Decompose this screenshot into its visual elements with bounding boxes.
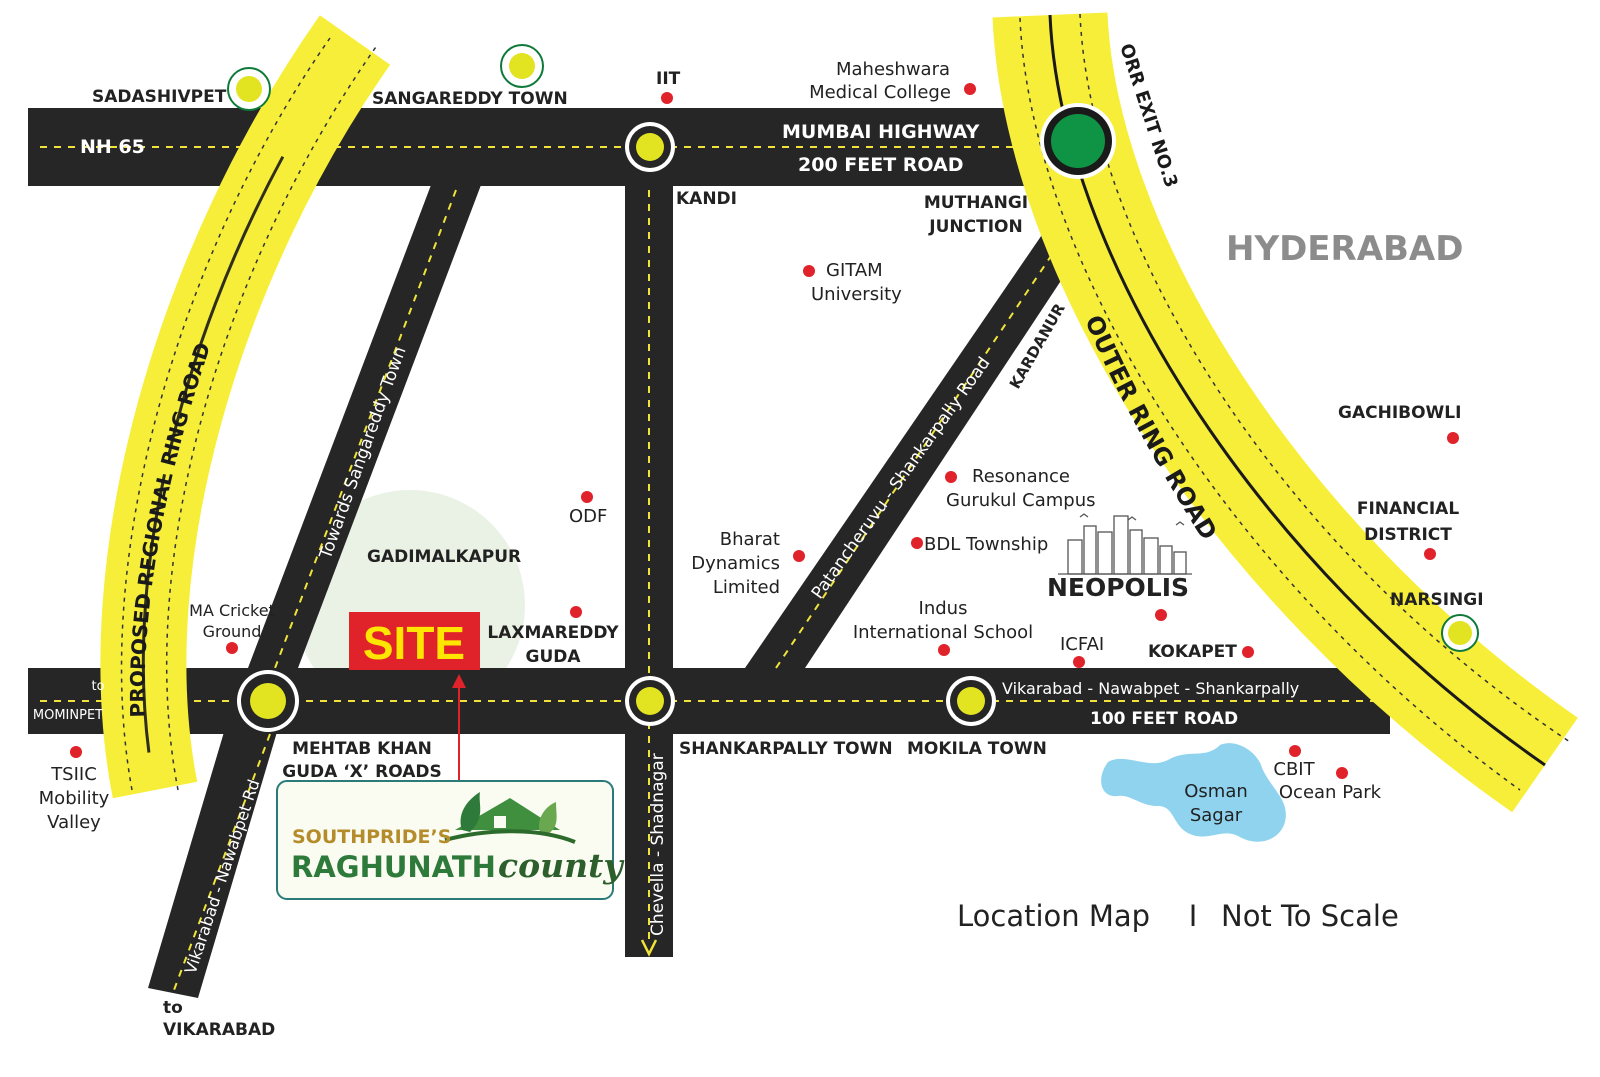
- label-indus-2: International School: [853, 622, 1033, 643]
- poi-dot-maheshwara: [964, 83, 976, 95]
- road-label-100-feet: 100 FEET ROAD: [1090, 709, 1238, 729]
- junction-kandi: [625, 122, 675, 172]
- label-kandi: KANDI: [676, 189, 737, 209]
- poi-dot-gitam: [803, 265, 815, 277]
- poi-dot-laxmareddy: [570, 606, 582, 618]
- label-gitam-2: University: [811, 284, 902, 305]
- poi-dot-icfai: [1073, 656, 1085, 668]
- label-resonance-2: Gurukul Campus: [946, 490, 1096, 511]
- label-gachibowli: GACHIBOWLI: [1338, 403, 1461, 423]
- osman-sagar-lake: [1101, 743, 1286, 842]
- road-label-chevella: Chevella - Shadnagar: [648, 753, 668, 936]
- poi-dot-financial-district: [1424, 548, 1436, 560]
- label-kokapet: KOKAPET: [1148, 642, 1237, 662]
- site-label: SITE: [363, 617, 465, 669]
- label-to-mominpet-1: to: [91, 679, 104, 694]
- label-financial-1: FINANCIAL: [1357, 499, 1460, 519]
- poi-dot-ma-cricket: [226, 642, 238, 654]
- label-mehtab-1: MEHTAB KHAN: [292, 739, 432, 759]
- town-marker-sangareddy: [500, 44, 544, 88]
- road-label-vikarabad-nawabpet-shankarpally: Vikarabad - Nawabpet - Shankarpally: [1002, 679, 1299, 698]
- label-tsiic-2: Mobility: [39, 788, 110, 809]
- poi-dot-iit: [661, 92, 673, 104]
- label-to-mominpet-2: MOMINPET: [33, 708, 103, 723]
- road-label-nh65: NH 65: [80, 136, 145, 158]
- junction-mehtab-khan: [237, 670, 299, 732]
- label-muthangi-1: MUTHANGI: [924, 193, 1028, 213]
- footer-title: Location Map: [957, 899, 1150, 933]
- label-hyderabad: HYDERABAD: [1226, 229, 1463, 269]
- label-to-vikarabad-2: VIKARABAD: [163, 1020, 275, 1040]
- brand-prefix: SOUTHPRIDE’S: [292, 826, 451, 848]
- poi-dot-odf: [581, 491, 593, 503]
- road-label-mumbai-highway: MUMBAI HIGHWAY: [782, 121, 980, 143]
- label-laxmareddy-1: LAXMAREDDY: [487, 623, 619, 643]
- label-bharat-2: Dynamics: [691, 553, 780, 574]
- label-tsiic-3: Valley: [47, 812, 101, 833]
- label-financial-2: DISTRICT: [1364, 525, 1452, 545]
- footer-separator: I: [1189, 899, 1198, 933]
- label-shankarpally-town: SHANKARPALLY TOWN: [679, 739, 893, 759]
- junction-mokila: [946, 676, 996, 726]
- label-iit: IIT: [656, 69, 681, 89]
- poi-dot-resonance: [945, 471, 957, 483]
- label-narsingi: NARSINGI: [1390, 590, 1484, 610]
- label-osman-2: Sagar: [1190, 805, 1243, 826]
- site-marker[interactable]: SITE: [349, 612, 480, 670]
- junction-orr-exit[interactable]: [1040, 103, 1116, 179]
- poi-dot-bdl: [911, 537, 923, 549]
- label-icfai: ICFAI: [1060, 634, 1104, 655]
- label-sadashivpet: SADASHIVPET: [92, 87, 227, 107]
- town-marker-sadashivpet: [227, 67, 271, 111]
- label-maheshwara-1: Maheshwara: [836, 59, 950, 80]
- footer-scale-note: Not To Scale: [1221, 899, 1399, 933]
- label-laxmareddy-2: GUDA: [525, 647, 581, 667]
- label-to-vikarabad-1: to: [163, 998, 183, 1018]
- label-resonance-1: Resonance: [972, 466, 1070, 487]
- town-marker-narsingi: [1441, 614, 1479, 652]
- neopolis-skyline-icon: [1058, 513, 1192, 575]
- label-ocean-park: Ocean Park: [1279, 782, 1382, 803]
- site-pointer-arrow-icon: [452, 674, 466, 688]
- poi-dot-neopolis: [1155, 609, 1167, 621]
- road-label-200-feet: 200 FEET ROAD: [798, 154, 964, 176]
- label-tsiic-1: TSIIC: [50, 764, 97, 785]
- label-ma-cricket-2: Ground: [203, 622, 262, 641]
- house-tree-logo-icon: [444, 792, 576, 844]
- poi-dot-gachibowli: [1447, 432, 1459, 444]
- junction-shankarpally: [625, 676, 675, 726]
- sangareddy-road: [248, 185, 481, 668]
- road-label-patancheruvu: Patancheruvu - Shankarpally Road: [808, 353, 995, 602]
- brand-name: RAGHUNATH: [291, 850, 496, 884]
- label-gitam-1: GITAM: [826, 260, 883, 281]
- poi-dot-tsiic: [70, 746, 82, 758]
- label-mokila-town: MOKILA TOWN: [907, 739, 1047, 759]
- label-osman-1: Osman: [1184, 781, 1248, 802]
- poi-dot-cbit: [1289, 745, 1301, 757]
- poi-dot-indus: [938, 644, 950, 656]
- label-maheshwara-2: Medical College: [809, 82, 951, 103]
- label-mehtab-2: GUDA ‘X’ ROADS: [282, 762, 441, 782]
- label-odf: ODF: [569, 506, 607, 527]
- label-bharat-1: Bharat: [720, 529, 780, 550]
- label-bharat-3: Limited: [713, 577, 780, 598]
- poi-dot-ocean-park: [1336, 767, 1348, 779]
- label-bdl: BDL Township: [924, 534, 1048, 555]
- brand-logo: SOUTHPRIDE’S RAGHUNATH county: [276, 780, 625, 900]
- poi-dot-bharat-dynamics: [793, 550, 805, 562]
- chevella-arrow-icon: [640, 939, 658, 957]
- label-neopolis: NEOPOLIS: [1047, 573, 1189, 602]
- poi-dot-kokapet: [1242, 646, 1254, 658]
- label-indus-1: Indus: [919, 598, 968, 619]
- label-ma-cricket-1: MA Cricket: [189, 601, 275, 620]
- label-sangareddy-town: SANGAREDDY TOWN: [372, 89, 568, 109]
- label-cbit: CBIT: [1273, 759, 1315, 780]
- label-muthangi-2: JUNCTION: [928, 217, 1022, 237]
- patancheruvu-shankarpally-road: [745, 226, 1068, 668]
- vikarabad-nawabpet-road: [148, 668, 296, 998]
- brand-suffix: county: [498, 846, 625, 885]
- label-gadimalkapur: GADIMALKAPUR: [367, 547, 521, 567]
